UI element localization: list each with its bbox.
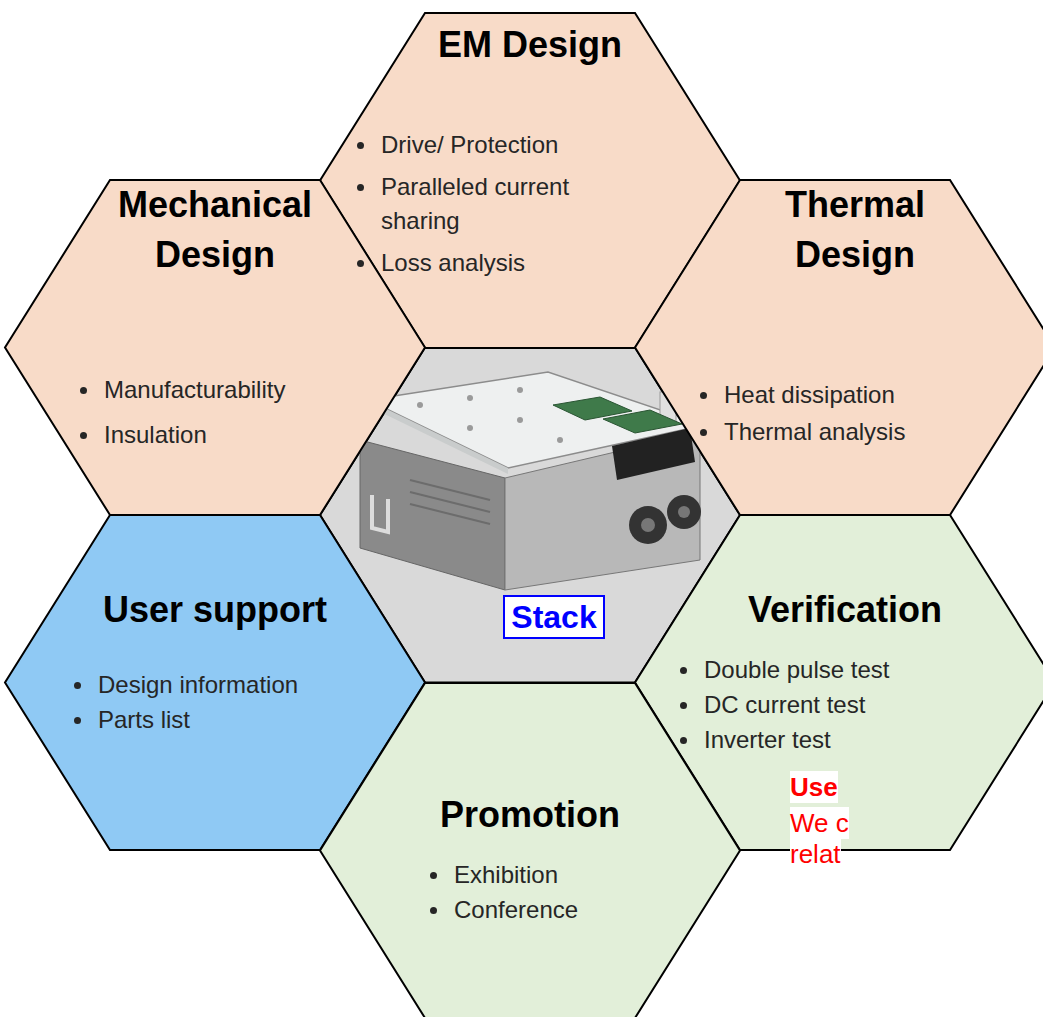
bullet-item: Thermal analysis	[698, 415, 1018, 449]
bullet-list: ManufacturabilityInsulation	[78, 373, 408, 463]
vent-slot	[410, 480, 490, 500]
hole	[557, 437, 563, 443]
hexagon-title: User support	[65, 585, 365, 635]
bullet-item: DC current test	[678, 688, 1008, 722]
hole	[417, 402, 423, 408]
stack-label-box: Stack	[503, 595, 604, 639]
bullet-item: Heat dissipation	[698, 378, 1018, 412]
plate-holes	[417, 387, 563, 443]
hexagon-title: Thermal Design	[725, 180, 985, 280]
bullet-item: Conference	[428, 893, 728, 927]
bullet-list: Drive/ ProtectionParalleled current shar…	[355, 128, 621, 288]
bullet-item: Manufacturability	[78, 373, 408, 407]
hexagon-title: EM Design	[380, 20, 680, 70]
fan-hub	[641, 518, 655, 532]
bullet-item: Double pulse test	[678, 653, 1008, 687]
chassis-front	[360, 440, 505, 590]
hole	[517, 417, 523, 423]
red-note: Use	[790, 771, 838, 803]
fan	[667, 495, 701, 529]
stack-illustration	[360, 370, 705, 590]
hexagon-shape	[635, 180, 1043, 515]
bullet-item: Paralleled current sharing	[355, 170, 621, 238]
plate-edge	[368, 400, 508, 474]
hexagon-node: PromotionExhibitionConference	[320, 683, 740, 1017]
red-note: We c	[790, 807, 849, 839]
bullet-list: Design informationParts list	[72, 668, 392, 738]
bullet-list: Heat dissipationThermal analysis	[698, 378, 1018, 452]
bullet-list: Double pulse testDC current testInverter…	[678, 653, 1008, 758]
bullet-list: ExhibitionConference	[428, 858, 728, 928]
hexagon-title: Mechanical Design	[85, 180, 345, 280]
bullet-item: Exhibition	[428, 858, 728, 892]
fan-hub	[678, 506, 690, 518]
handle	[372, 495, 388, 532]
bus-bar	[612, 428, 695, 480]
hexagon-title: Verification	[695, 585, 995, 635]
hexagon-outline	[635, 180, 1043, 515]
hexagon-shape	[320, 683, 740, 1017]
hexagon-shape	[5, 180, 425, 515]
hole	[517, 387, 523, 393]
bullet-item: Loss analysis	[355, 246, 621, 280]
hole	[467, 425, 473, 431]
vent-slot	[410, 492, 490, 512]
hexagon-title: Promotion	[380, 790, 680, 840]
hexagon-node: Thermal DesignHeat dissipationThermal an…	[635, 180, 1043, 515]
red-note: relat	[790, 838, 841, 870]
bullet-item: Insulation	[78, 418, 408, 452]
hole	[467, 395, 473, 401]
hexagon-outline	[5, 180, 425, 515]
stack-label: Stack	[503, 595, 604, 639]
bullet-item: Parts list	[72, 703, 392, 737]
hexagon-outline	[320, 683, 740, 1017]
bullet-item: Drive/ Protection	[355, 128, 621, 162]
vent-slot	[410, 504, 490, 524]
hexagon-node: Mechanical DesignManufacturabilityInsula…	[5, 180, 425, 515]
fan	[629, 506, 667, 544]
bullet-item: Inverter test	[678, 723, 1008, 757]
bullet-item: Design information	[72, 668, 392, 702]
vent-slots	[410, 480, 490, 524]
driver-board	[603, 410, 682, 433]
